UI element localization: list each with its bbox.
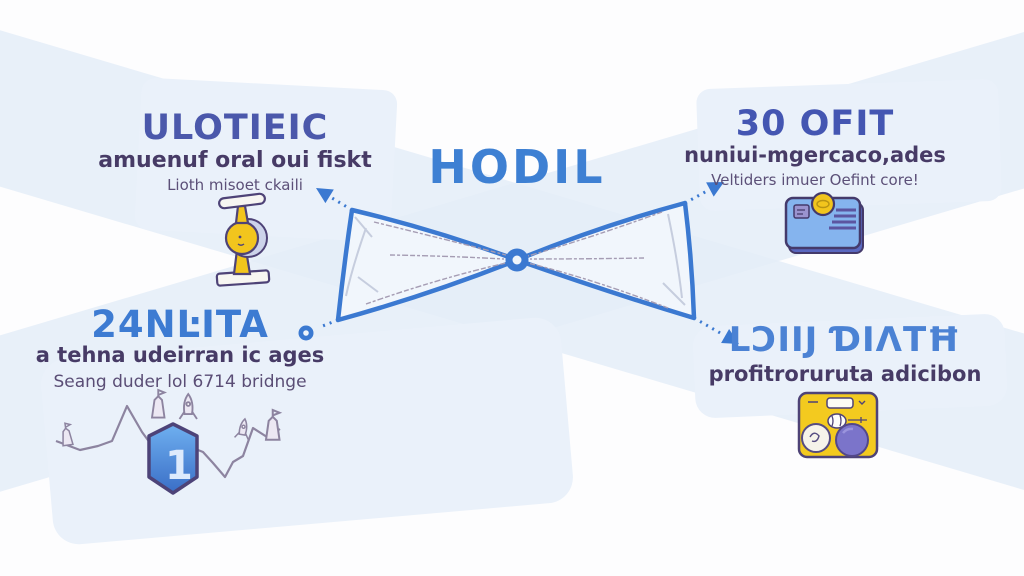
arrow-bottom-right-icon: [693, 316, 739, 344]
quadrant-top-left-title: ULOTIEIC: [141, 108, 329, 148]
page-title: HODIL: [428, 140, 606, 194]
payment-card-icon: [784, 191, 864, 254]
center-node-dot: [505, 248, 529, 272]
quadrant-bottom-left-title: 24NĿITA: [91, 303, 269, 346]
arrow-top-right-icon: [684, 182, 724, 205]
shield-badge-number: 1: [165, 443, 193, 489]
quadrant-bottom-right-subtitle: profitroruruta adicibon: [708, 362, 982, 386]
bowtie-left-triangle: [335, 207, 520, 323]
node-bottom-left-icon: [298, 318, 339, 341]
quadrant-top-left-subtitle: amuenuf oral oui fiskt: [98, 148, 372, 173]
arrow-top-left-icon: [316, 188, 353, 212]
rank-shield-icon: 1: [147, 422, 199, 495]
trophy-icon: [215, 192, 271, 287]
quadrant-bottom-right-title: LƆIIJ ƊIΛTĦ: [728, 320, 962, 360]
quadrant-top-right-note: Veltiders imuer Oefint core!: [711, 171, 919, 189]
bowtie-right-triangle: [514, 200, 697, 321]
quadrant-top-right-subtitle: nuniui-mgercaco,ades: [684, 143, 946, 167]
quadrant-top-right-title: 30 OFIT: [735, 104, 895, 144]
quadrant-bottom-left-note: Seang duder lol 6714 bridnge: [53, 372, 307, 392]
quadrant-bottom-left-subtitle: a tehna udeirran ic ages: [35, 343, 325, 367]
quadrant-top-left-note: Lioth misoet ckaili: [167, 176, 303, 194]
vending-machine-icon: [797, 391, 879, 459]
